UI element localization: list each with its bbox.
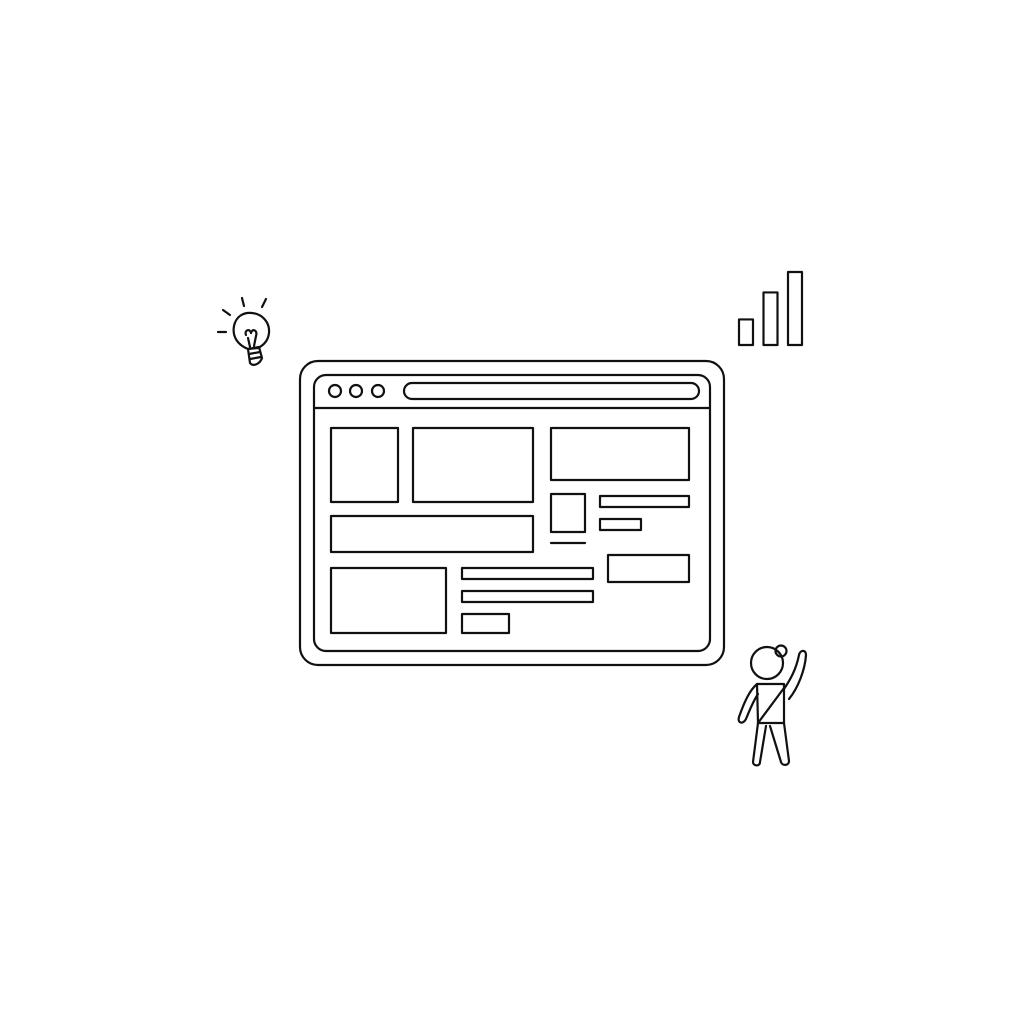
waving-person: [737, 644, 808, 767]
person-head: [749, 645, 785, 681]
text-line-4: [460, 589, 595, 604]
text-line-1: [598, 494, 691, 509]
lightbulb-filament: [244, 329, 258, 348]
thumbnail-placeholder: [549, 492, 587, 534]
bar-chart-bar-1: [737, 318, 755, 347]
person-raised-arm: [782, 649, 808, 701]
lightbulb-filament-stem: [246, 336, 252, 349]
wide-text-block: [329, 514, 535, 554]
text-line-2: [598, 517, 643, 532]
address-bar[interactable]: [402, 381, 701, 401]
window-control-maximize[interactable]: [370, 383, 386, 399]
person-left-leg: [751, 721, 768, 767]
button-placeholder[interactable]: [460, 612, 511, 635]
image-placeholder-medium: [411, 426, 535, 504]
person-torso-sash: [756, 686, 786, 725]
person-right-leg: [768, 721, 791, 766]
browser-window: [298, 359, 726, 667]
text-line-3: [460, 566, 595, 581]
window-control-close[interactable]: [327, 383, 343, 399]
bar-chart-bar-3: [786, 270, 804, 347]
person-hair-bun: [774, 644, 788, 658]
lightbulb-base-thread: [247, 350, 262, 356]
window-control-minimize[interactable]: [348, 383, 364, 399]
browser-inner-frame: [312, 373, 712, 653]
lightbulb-ray: [221, 308, 232, 317]
banner-placeholder: [549, 426, 691, 482]
lightbulb-ray: [260, 297, 268, 309]
lightbulb-ray: [240, 296, 246, 308]
lightbulb-glass: [232, 311, 271, 351]
browser-outer-frame: [298, 359, 726, 667]
lightbulb-base: [246, 345, 264, 366]
person-lowered-arm: [737, 682, 760, 724]
lightbulb-icon: [216, 296, 271, 366]
cta-block[interactable]: [606, 553, 691, 584]
image-placeholder-small: [329, 426, 400, 504]
lightbulb-base-thread: [248, 355, 263, 361]
image-placeholder-bottom: [329, 566, 448, 635]
bar-chart-bar-2: [762, 291, 779, 347]
bar-chart-icon: [737, 270, 804, 347]
